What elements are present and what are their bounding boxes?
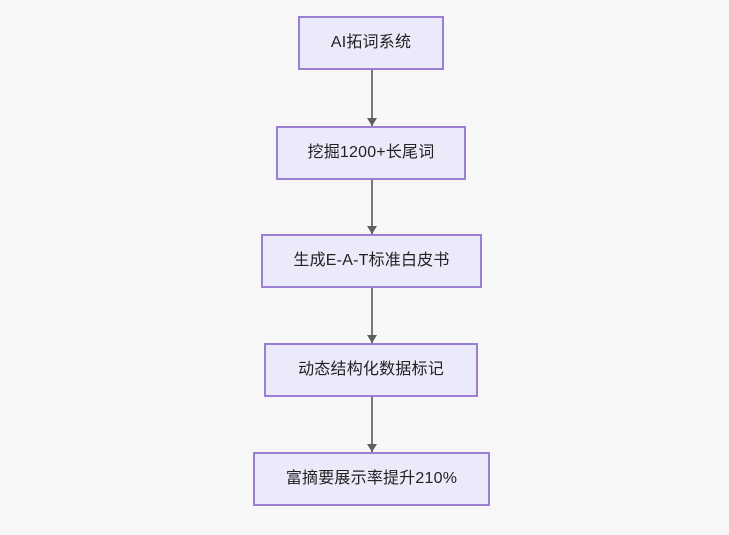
arrowhead-icon [367,118,377,126]
arrowhead-icon [367,226,377,234]
arrowhead-icon [367,335,377,343]
flow-node-label: 挖掘1200+长尾词 [307,144,435,161]
flow-node-label: AI拓词系统 [330,34,412,51]
flow-node-label: 富摘要展示率提升210% [285,470,458,487]
flow-node-label: 动态结构化数据标记 [298,361,444,378]
flow-node-3[interactable]: 生成E-A-T标准白皮书 [261,234,482,288]
connector-line [371,397,373,452]
flow-node-4[interactable]: 动态结构化数据标记 [264,343,478,397]
arrowhead-icon [367,444,377,452]
flow-node-1[interactable]: AI拓词系统 [298,16,444,70]
flow-node-5[interactable]: 富摘要展示率提升210% [253,452,490,506]
connector-line [371,180,373,234]
flow-node-2[interactable]: 挖掘1200+长尾词 [276,126,466,180]
connector-line [371,288,373,343]
flow-node-label: 生成E-A-T标准白皮书 [293,252,450,269]
connector-line [371,70,373,126]
